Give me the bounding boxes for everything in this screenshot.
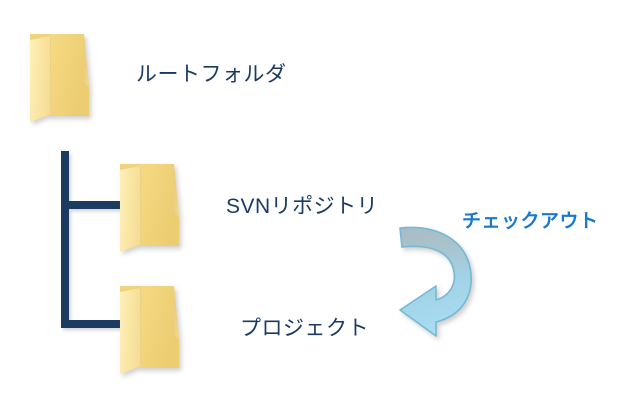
node-label-svn-repository: SVNリポジトリ: [226, 195, 379, 218]
node-label-project: プロジェクト: [240, 317, 369, 340]
node-label-root: ルートフォルダ: [136, 63, 287, 86]
folder-icon-svn-repository[interactable]: [118, 160, 180, 252]
folder-icon-project[interactable]: [118, 282, 180, 374]
checkout-arrow-icon: [392, 218, 512, 343]
annotation-label-checkout: チェックアウト: [462, 211, 599, 232]
tree-bracket: [58, 148, 130, 334]
folder-icon-root[interactable]: [28, 30, 90, 122]
